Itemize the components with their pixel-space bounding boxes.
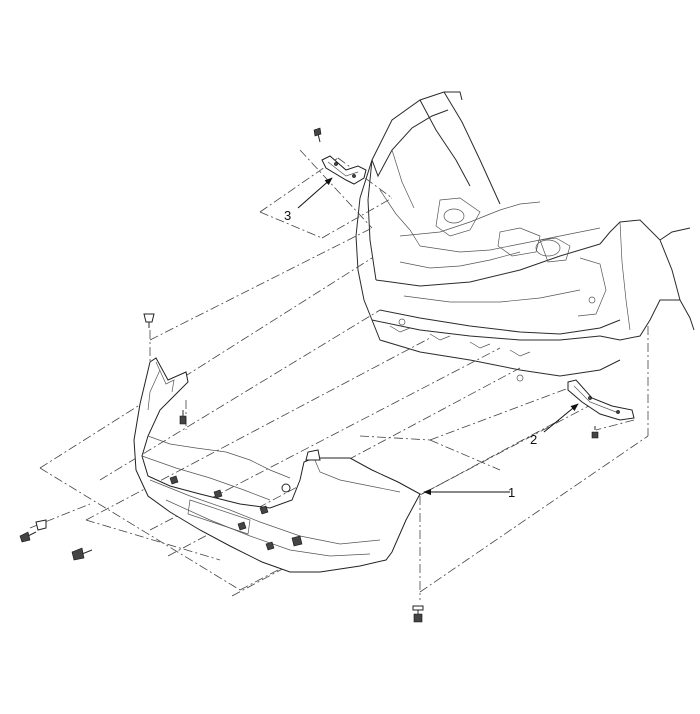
fasteners	[19, 313, 424, 623]
callout-1: 1	[423, 485, 515, 500]
vehicle-rear-body	[355, 91, 695, 382]
assembly-projection-lines	[29, 149, 649, 600]
callout-3-label: 3	[284, 208, 291, 223]
callout-2: 2	[530, 403, 579, 447]
rear-bumper-cover	[133, 357, 421, 573]
callout-2-label: 2	[530, 432, 537, 447]
callout-1-label: 1	[508, 485, 515, 500]
bumper-upper-bracket	[313, 127, 367, 185]
callout-3: 3	[284, 177, 333, 223]
bumper-side-bracket	[567, 379, 635, 439]
